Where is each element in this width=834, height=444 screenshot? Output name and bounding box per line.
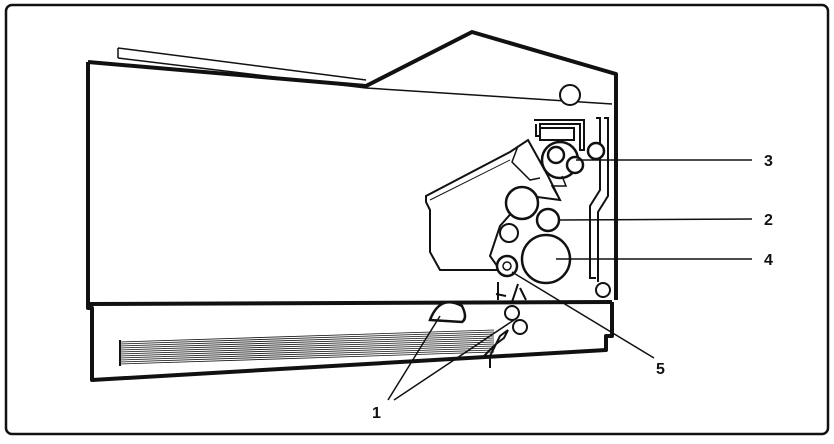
callout-4-label: 4 [764, 252, 773, 269]
callout-leaders [387, 159, 753, 401]
pickup-roller-a [504, 305, 520, 321]
charge-roller [535, 207, 561, 233]
paper-stack [119, 329, 495, 365]
rear-roller [595, 282, 611, 298]
fuser-rollers [540, 140, 606, 180]
fuser-pressure-roller [586, 141, 606, 161]
paper-guides [495, 282, 527, 303]
fuser-housing [534, 117, 609, 282]
figure-frame [4, 3, 830, 436]
pickup-roller-b [512, 319, 528, 335]
supply-roller [499, 223, 519, 243]
exit-roller [559, 84, 581, 106]
fuser-roller-small-a [546, 145, 566, 165]
tray-lift-plate [483, 329, 509, 368]
callout-1-label: 1 [372, 405, 381, 422]
fuser-roller-small-b [565, 155, 585, 175]
callout-5-label: 5 [656, 361, 665, 378]
callout-2-label: 2 [764, 212, 773, 229]
developer-roller [504, 185, 540, 221]
paper-feed-roller [428, 301, 467, 324]
callout-3-label: 3 [764, 153, 773, 170]
